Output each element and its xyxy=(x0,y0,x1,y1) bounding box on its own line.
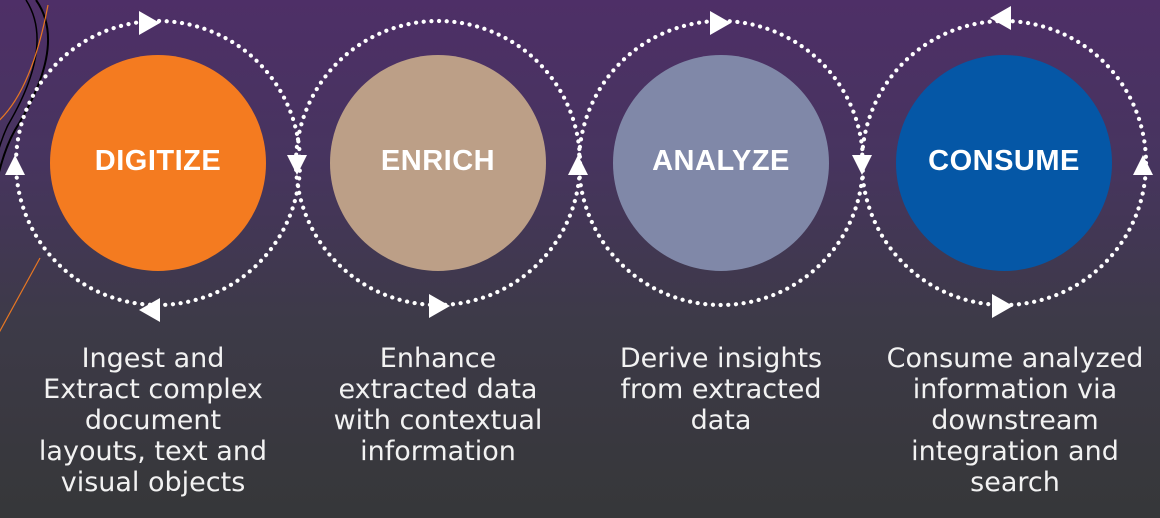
stage-description-analyze: Derive insights from extracted data xyxy=(619,343,823,436)
stage-description-enrich: Enhance extracted data with contextual i… xyxy=(333,343,543,467)
stage-label-digitize: DIGITIZE xyxy=(94,145,222,177)
stage-circle-analyze xyxy=(613,55,829,271)
arrow-right-icon xyxy=(139,11,160,35)
arrow-down-icon xyxy=(287,155,307,175)
arrow-up-icon xyxy=(1133,155,1153,175)
decorative-arc-orange xyxy=(0,4,49,121)
arrow-left-icon xyxy=(139,298,160,322)
stage-circle-consume xyxy=(896,55,1112,271)
arrow-up-icon xyxy=(5,155,25,175)
decorative-arc-black-inner xyxy=(0,0,38,148)
arrow-right-icon xyxy=(710,11,731,35)
decorative-arc-black-outer xyxy=(0,0,50,173)
decorative-line-orange xyxy=(0,257,41,333)
stage-circle-digitize xyxy=(50,55,266,271)
stage-circle-enrich xyxy=(330,55,546,271)
arrow-left-icon xyxy=(990,6,1011,30)
stage-label-analyze: ANALYZE xyxy=(652,145,790,177)
arrow-down-icon xyxy=(852,155,872,175)
arrow-right-icon xyxy=(429,294,450,318)
stage-description-consume: Consume analyzed information via downstr… xyxy=(886,343,1144,498)
arrow-up-icon xyxy=(568,155,588,175)
stage-label-enrich: ENRICH xyxy=(380,145,496,177)
stage-label-consume: CONSUME xyxy=(928,145,1080,177)
arrow-right-icon xyxy=(992,294,1013,318)
stage-description-digitize: Ingest and Extract complex document layo… xyxy=(38,343,268,498)
